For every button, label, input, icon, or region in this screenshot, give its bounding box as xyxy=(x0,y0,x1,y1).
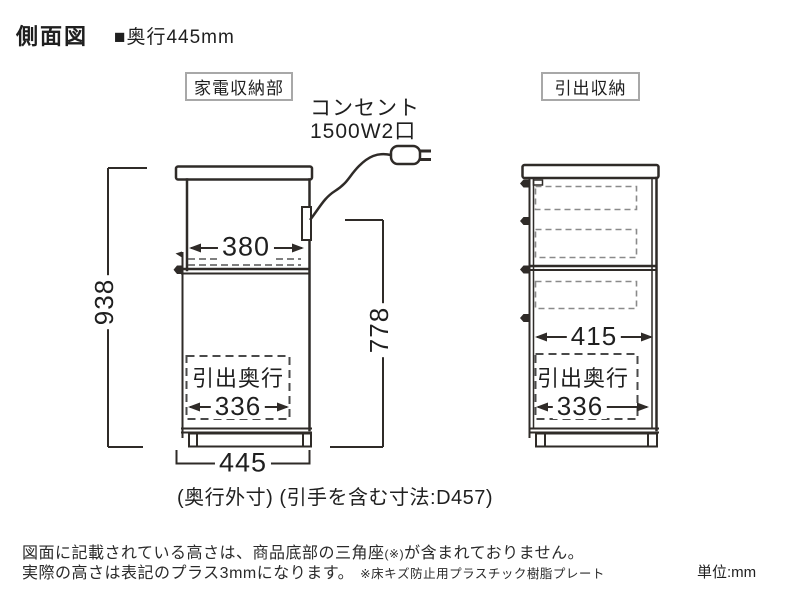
left-cabinet-top-lid xyxy=(174,165,314,181)
left-cabinet-handles xyxy=(173,251,183,274)
dim-938-value: 938 xyxy=(89,274,119,330)
footnote-line1-post: が含まれておりません。 xyxy=(404,545,585,562)
depth-spec-subtitle: ■奥行445mm xyxy=(114,27,235,48)
right-arrowheads xyxy=(535,332,653,412)
footnote-line1-pre: 図面に記載されている高さは、商品底部の三角座 xyxy=(22,545,385,562)
dim-336-left-value: 336 xyxy=(210,393,266,419)
footnote-line1: 図面に記載されている高さは、商品底部の三角座(※)が含まれておりません。 xyxy=(22,539,584,563)
drawer-handle-icon-4 xyxy=(520,314,530,322)
arrow-336r-right xyxy=(637,402,649,412)
dim-445-value: 445 xyxy=(214,449,272,477)
drawer-section-label: 引出収納 xyxy=(541,72,640,101)
right-cabinet-top-step xyxy=(532,179,544,186)
dim-778-value: 778 xyxy=(364,302,394,358)
arrow-336l-right xyxy=(277,402,289,412)
power-cord xyxy=(309,152,392,221)
arrow-380-left xyxy=(189,243,201,253)
drawer-handle-icon-3 xyxy=(520,265,530,274)
left-drawer-depth-label: 引出奥行 xyxy=(191,366,285,391)
right-cabinet-handles xyxy=(520,179,530,322)
dim-380-value: 380 xyxy=(217,233,275,261)
page-title: 側面図 xyxy=(16,24,89,49)
drawer-handle-icon-1 xyxy=(520,179,530,188)
left-cabinet-plinth xyxy=(188,432,312,448)
footnote-line2: 実際の高さは表記のプラス3mmになります。 ※床キズ防止用プラスチック樹脂プレート xyxy=(22,559,605,583)
unit-label: 単位:mm xyxy=(697,564,757,581)
power-cord-and-plug xyxy=(309,144,431,221)
outlet-label-line2: 1500W2口 xyxy=(310,120,417,143)
arrow-415-left xyxy=(535,332,547,342)
drawer-dashed-box-3 xyxy=(534,280,638,310)
dim-415-value: 415 xyxy=(566,323,622,349)
drawer-section-label-text: 引出収納 xyxy=(554,79,627,98)
depth-caption: (奥行外寸) (引手を含む寸法:D457) xyxy=(177,487,494,509)
right-cabinet-top-lid xyxy=(521,163,660,180)
slide-shelf-handle-icon xyxy=(175,251,182,258)
outlet-label-line1: コンセント xyxy=(310,97,420,120)
appliance-section-label-text: 家電収納部 xyxy=(194,79,284,98)
left-arrowheads xyxy=(188,243,304,412)
drawer-dashed-box-1 xyxy=(534,185,638,211)
footnote-line2-small: ※床キズ防止用プラスチック樹脂プレート xyxy=(360,567,605,581)
dim-336-right-value: 336 xyxy=(552,393,608,419)
counter-handle-icon xyxy=(173,265,183,274)
appliance-section-label: 家電収納部 xyxy=(185,72,293,101)
outlet-socket xyxy=(301,206,312,241)
arrow-415-right xyxy=(641,332,653,342)
footnote-line1-mark: (※) xyxy=(384,547,405,561)
arrow-336l-left xyxy=(188,402,200,412)
right-drawer-depth-label: 引出奥行 xyxy=(536,366,630,391)
arrow-336r-left xyxy=(536,402,548,412)
power-plug-icon xyxy=(389,144,422,166)
left-cabinet-outline xyxy=(174,165,314,448)
arrow-380-right xyxy=(292,243,304,253)
left-drawer-depth-dashed-box xyxy=(185,355,291,420)
right-drawer-depth-dashed-box xyxy=(534,353,639,420)
drawer-handle-icon-2 xyxy=(520,217,530,225)
right-cabinet-drawer-dashed-boxes xyxy=(534,185,638,310)
footnote-line2-main: 実際の高さは表記のプラス3mmになります。 xyxy=(22,565,355,582)
right-cabinet-plinth xyxy=(535,432,658,448)
drawer-dashed-box-2 xyxy=(534,228,638,259)
